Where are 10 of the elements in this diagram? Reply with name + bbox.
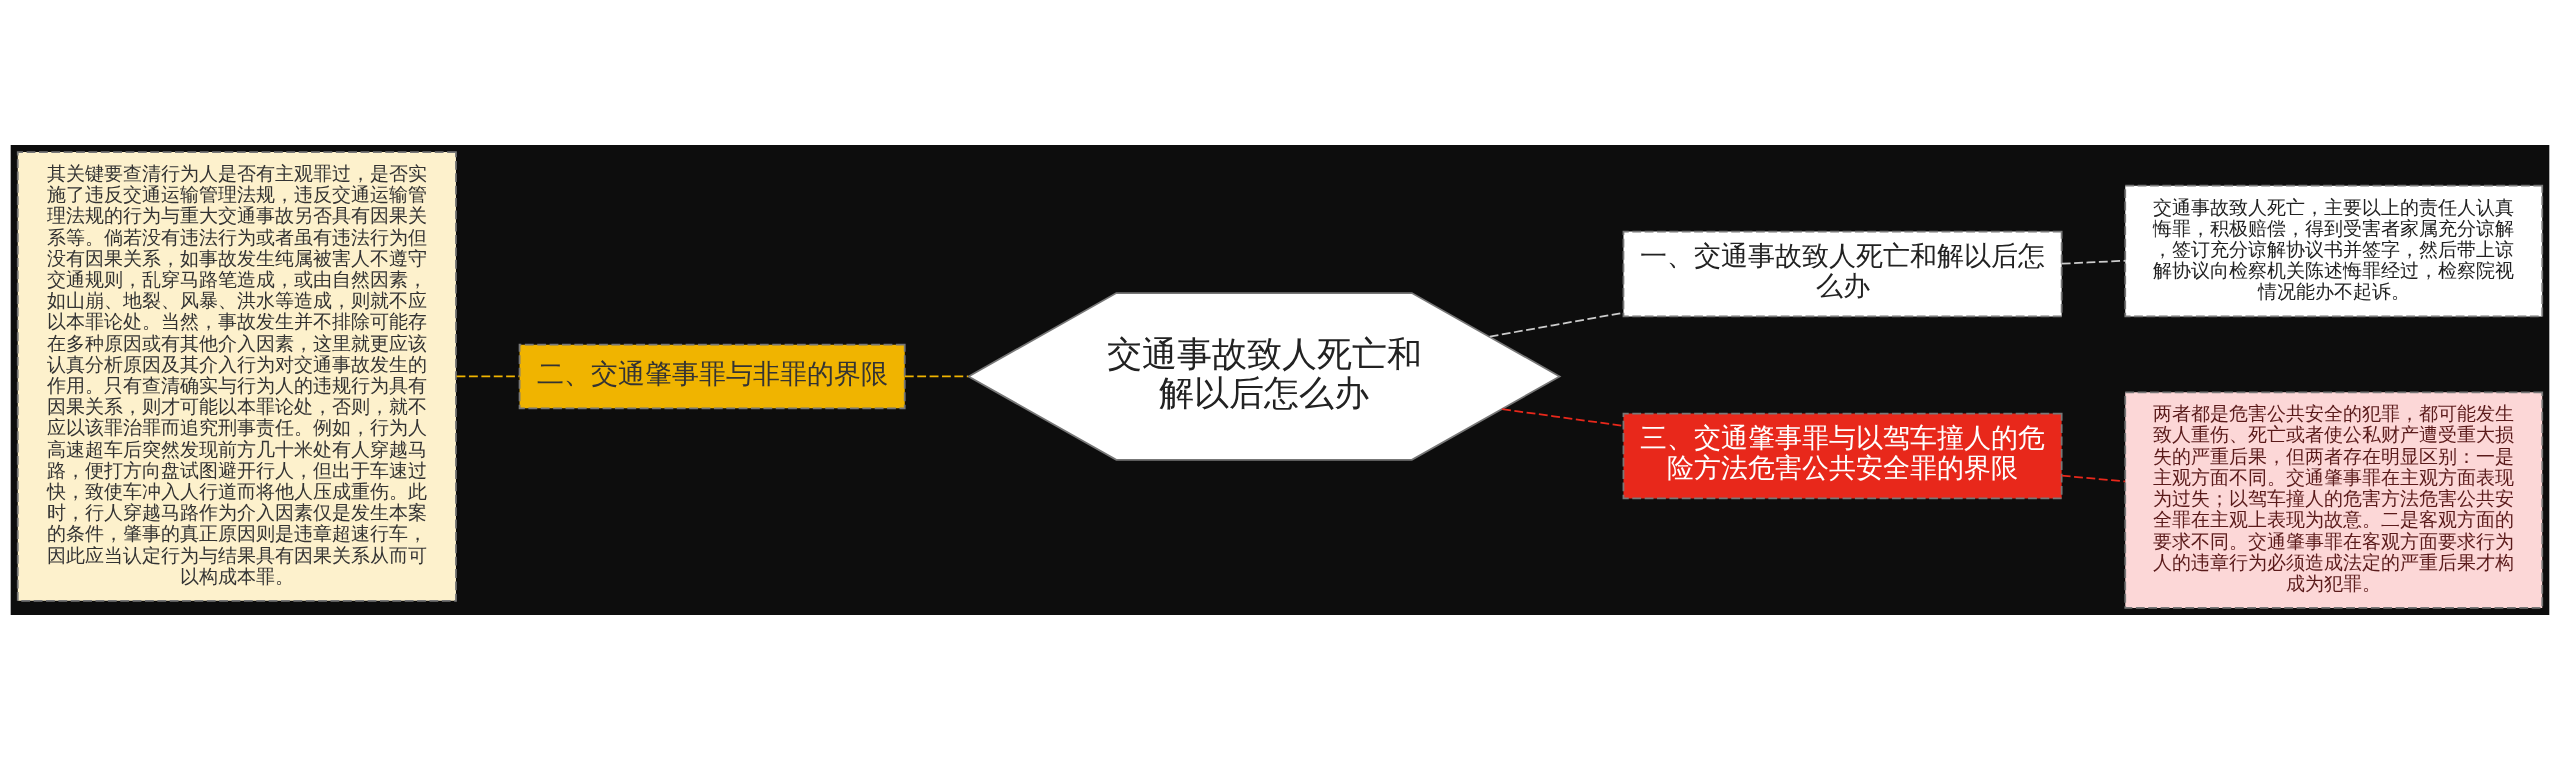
connector [455, 375, 521, 377]
node-box: 一、交通事故致人死亡和解以后怎么办 [1622, 230, 2063, 317]
connector [904, 375, 970, 377]
node-box: 交通事故致人死亡，主要以上的责任人认真悔罪，积极赔偿，得到受害者家属充分谅解，签订充分谅解协议书并签字，然后带上谅解协议向检察机关陈述悔罪经过，检察院视情况能办不起诉。 [2124, 184, 2544, 317]
connector [2060, 259, 2127, 265]
node-box: 三、交通肇事罪与以驾车撞人的危险方法危害公共安全罪的界限 [1622, 412, 2063, 499]
node-box: 两者都是危害公共安全的犯罪，都可能发生致人重伤、死亡或者使公私财产遭受重大损失的严重后果，但两者存在明显区别：一是主观方面不同。交通肇事罪在主观方面表现为过失；以驾车撞人的危害方法危害公共安全罪在主观上表现为故意。二是客观方面的要求不同。交通肇事罪在客观方面要求行为人的违章行为必须造成法定的严重后果才构成为犯罪。 [2124, 391, 2544, 609]
node-box: 其关键要查清行为人是否有主观罪过，是否实施了违反交通运输管理法规，违反交通运输管理法规的行为与重大交通事故另否具有因果关系等。倘若没有违法行为或者虽有违法行为但没有因果关系，如事故发生纯属被害人不遵守交通规则，乱穿马路笔造成，或由自然因素，如山崩、地裂、风暴、洪水等造成，则就不应以本罪论处。当然，事故发生并不排除可能存在多种原因或有其他介入因素，这里就更应该认真分析原因及其介入行为对交通事故发生的作用。只有查清确实与行为人的违规行为具有因果关系，则才可能以本罪论处，否则，就不应以该罪治罪而追究刑事责任。例如，行为人高速超车后突然发现前方几十米处有人穿越马路，便打方向盘试图避开行人，但出于车速过快，致使车冲入人行道而将他人压成重伤。此时，行人穿越马路作为介入因素仅是发生本案的条件，肇事的真正原因则是违章超速行车，因此应当认定行为与结果具有因果关系从而可以构成本罪。 [16, 150, 457, 602]
node-box: 二、交通肇事罪与非罪的界限 [518, 343, 906, 409]
connector [2060, 474, 2127, 482]
